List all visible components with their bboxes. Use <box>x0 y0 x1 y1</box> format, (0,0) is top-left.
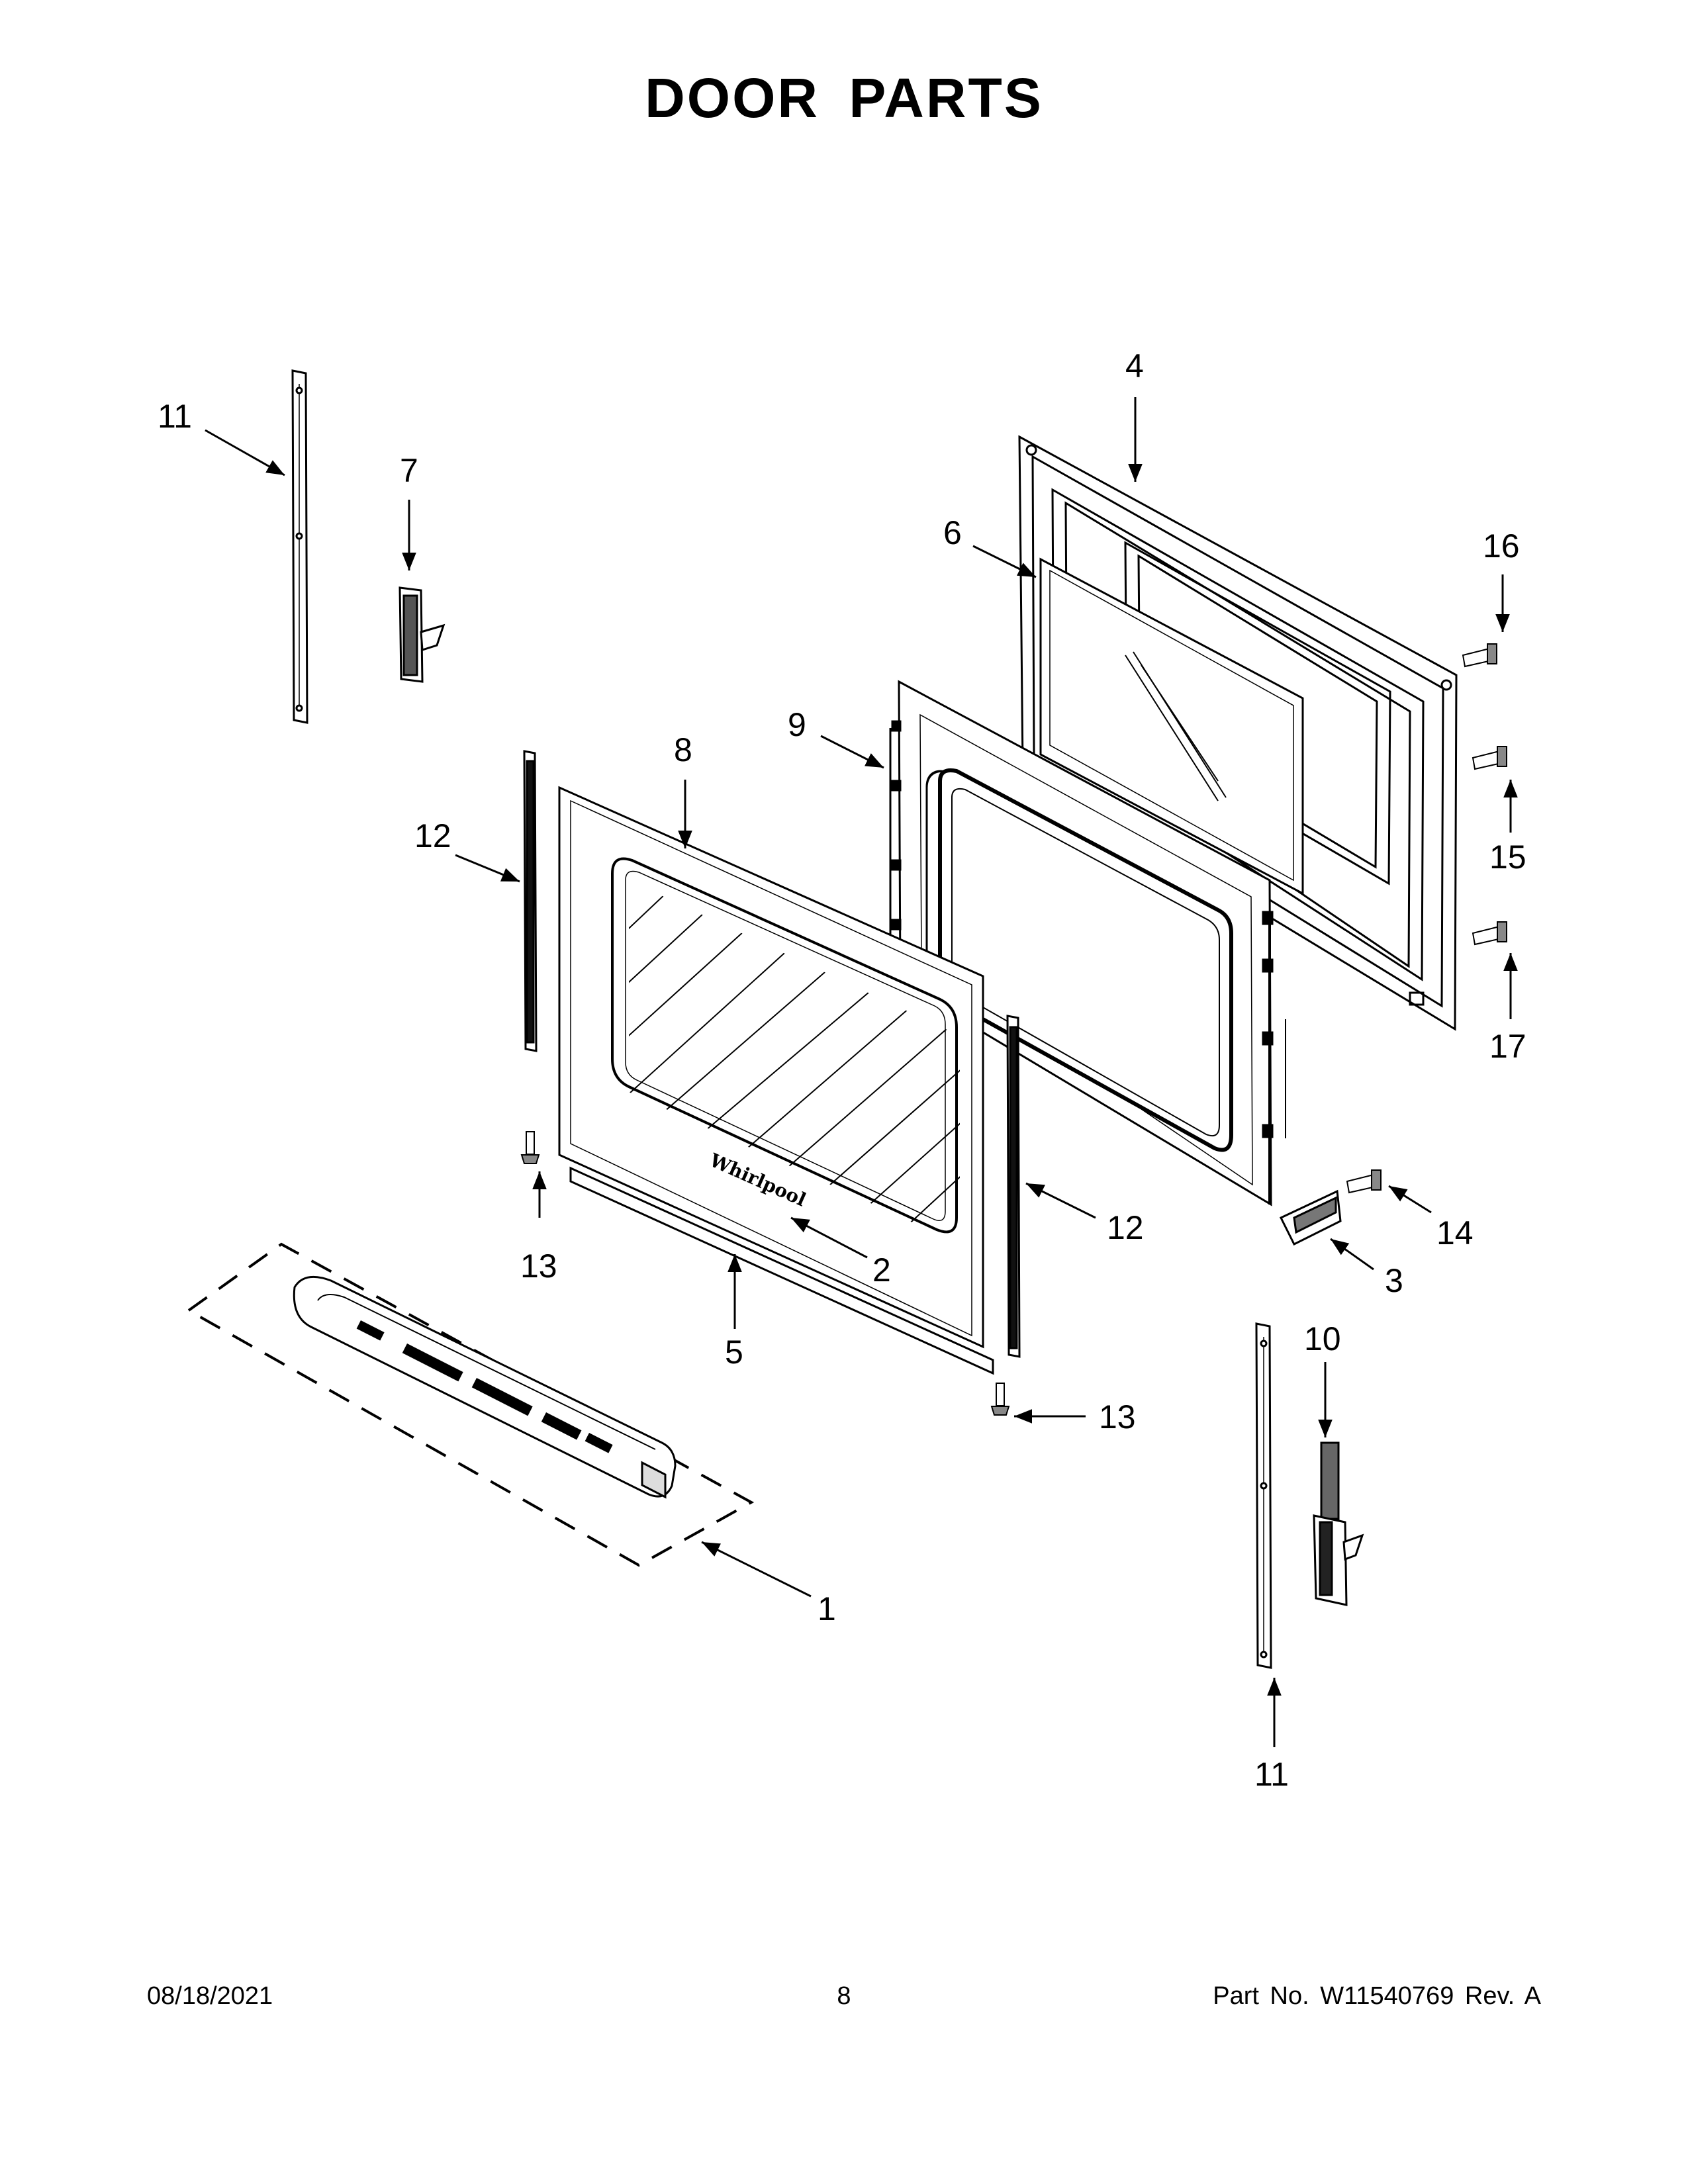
door-trim-left <box>523 750 538 1052</box>
callout-12-right: 12 <box>1107 1209 1144 1246</box>
door-trim-right <box>1006 1015 1021 1358</box>
screw-14 <box>1346 1169 1382 1194</box>
screw-17 <box>1472 921 1507 946</box>
callout-13-right: 13 <box>1099 1398 1136 1435</box>
footer-date: 08/18/2021 <box>147 1982 273 2010</box>
callout-2: 2 <box>872 1251 891 1289</box>
door-hinge <box>1313 1441 1364 1606</box>
callout-17: 17 <box>1489 1028 1526 1065</box>
callout-1: 1 <box>818 1590 836 1627</box>
callout-13-left: 13 <box>520 1248 557 1285</box>
page-title: DOOR PARTS <box>645 67 1043 129</box>
outer-door-panel: Whirlpool <box>558 786 984 1349</box>
hinge-channel-right <box>1255 1322 1272 1669</box>
door-frame <box>889 680 1286 1206</box>
screw-16 <box>1462 643 1497 668</box>
callout-8: 8 <box>674 731 692 768</box>
callout-4: 4 <box>1125 347 1144 385</box>
callout-5: 5 <box>725 1334 743 1371</box>
callout-11-left: 11 <box>158 398 192 435</box>
callout-7: 7 <box>400 452 418 489</box>
callout-9: 9 <box>788 706 806 743</box>
door-handle <box>186 1242 755 1567</box>
callout-6: 6 <box>943 514 962 551</box>
callout-15: 15 <box>1489 839 1526 876</box>
callout-labels: 11 7 4 6 16 9 8 12 15 17 12 14 13 2 3 5 … <box>158 347 1526 1793</box>
trim-screw-right <box>990 1383 1010 1416</box>
trim-screw-left <box>520 1131 540 1164</box>
door-bottom-trim <box>569 1166 994 1375</box>
door-glass <box>1039 557 1304 895</box>
footer-page-number: 8 <box>837 1982 851 2010</box>
callout-10: 10 <box>1304 1320 1341 1357</box>
callout-16: 16 <box>1483 527 1520 565</box>
callout-3: 3 <box>1385 1262 1403 1299</box>
hinge-receptacle <box>399 586 445 683</box>
callout-11-right: 11 <box>1254 1756 1289 1793</box>
hinge-bracket <box>1279 1189 1342 1246</box>
screw-15 <box>1472 746 1507 770</box>
hinge-channel-left <box>291 369 308 724</box>
callout-leaders <box>205 397 1518 1747</box>
callout-12-left: 12 <box>414 817 451 854</box>
callout-14: 14 <box>1436 1214 1474 1251</box>
footer-part-number: Part No. W11540769 Rev. A <box>1213 1982 1541 2010</box>
